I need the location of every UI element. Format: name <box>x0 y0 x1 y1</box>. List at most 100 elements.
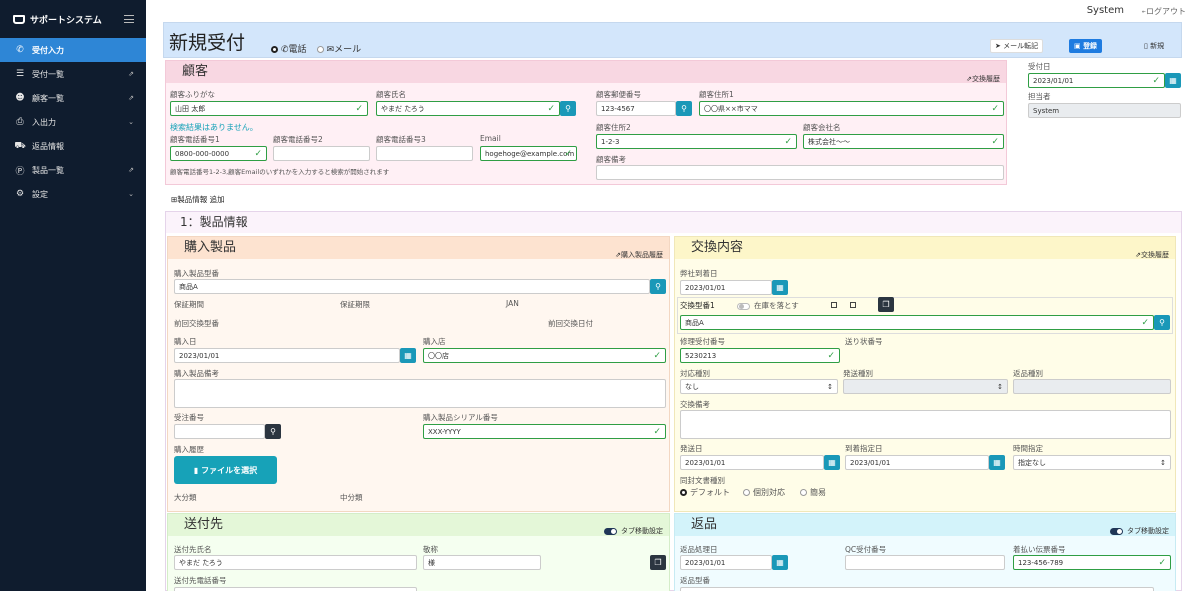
serial-input[interactable]: XXX-YYYY <box>423 424 666 439</box>
ship-name-input[interactable]: やまだ たろう <box>174 555 417 570</box>
ship-copy-button[interactable]: ❐ <box>650 555 666 570</box>
order-search-button[interactable]: ⚲ <box>265 424 281 439</box>
purchase-model-input[interactable]: 商品A <box>174 279 650 294</box>
mail-copy-button[interactable]: ➤ メール転記 <box>990 39 1044 53</box>
honor-input[interactable]: 様 <box>423 555 541 570</box>
shipping-panel: 送付先 タブ移動設定 送付先氏名 やまだ たろう 敬称 様 ❐ 送付先電話番号 <box>167 513 670 591</box>
radio-phone[interactable]: ✆電話 <box>271 42 307 55</box>
return-date-button[interactable]: ▦ <box>772 555 788 570</box>
exchange-history-link[interactable]: ⇗交換履歴 <box>1135 251 1169 259</box>
qc-label: QC受付番号 <box>845 545 887 554</box>
doc-type-label: 同封文書種別 <box>680 476 725 485</box>
external-link-icon: ⇗ <box>128 70 134 78</box>
store-input[interactable]: 〇〇店 <box>423 348 666 363</box>
qc-input[interactable] <box>845 555 1005 570</box>
purchase-memo-label: 購入製品備考 <box>174 369 219 378</box>
addr2-input[interactable]: 1-2-3 <box>596 134 797 149</box>
product-section-title: 1：製品情報 <box>166 212 1181 233</box>
zip-search-button[interactable]: ⚲ <box>676 101 692 116</box>
returns-tab-toggle[interactable]: タブ移動設定 <box>1110 520 1169 542</box>
new-button[interactable]: ▯ 新規 <box>1144 42 1165 50</box>
chevron-down-icon: ⌄ <box>128 190 134 198</box>
name-search-button[interactable]: ⚲ <box>560 101 576 116</box>
chevron-down-icon: ⌄ <box>128 118 134 126</box>
external-link-icon: ⇗ <box>615 251 621 259</box>
category-mid-label: 中分類 <box>340 493 363 502</box>
purchase-date-input[interactable]: 2023/01/01 <box>174 348 400 363</box>
menu-toggle-icon[interactable] <box>124 15 134 23</box>
doc-radio-custom[interactable]: 個別対応 <box>743 487 785 498</box>
sidebar-item-reception-list[interactable]: ☰受付一覧⇗ <box>15 69 134 79</box>
ship-date-button[interactable]: ▦ <box>824 455 840 470</box>
purchase-history-link[interactable]: ⇗購入製品履歴 <box>615 251 663 259</box>
sidebar-item-settings[interactable]: ⚙設定⌄ <box>15 189 134 199</box>
slip-input[interactable]: 123-456-789 <box>1013 555 1171 570</box>
file-icon: ▮ <box>193 465 199 475</box>
ship-date-input[interactable]: 2023/01/01 <box>680 455 824 470</box>
shipping-tab-toggle[interactable]: タブ移動設定 <box>604 520 663 542</box>
register-button[interactable]: ▣ 登録 <box>1069 39 1103 53</box>
calendar-icon: ▦ <box>404 351 412 360</box>
arrival-date-button[interactable]: ▦ <box>772 280 788 295</box>
tel2-input[interactable] <box>273 146 370 161</box>
arrival-input[interactable]: 2023/01/01 <box>680 280 772 295</box>
repair-input[interactable]: 5230213 <box>680 348 840 363</box>
memo-input[interactable] <box>596 165 1004 180</box>
name-input[interactable]: やまだ たろう <box>376 101 560 116</box>
arrive-date-button[interactable]: ▦ <box>989 455 1005 470</box>
email-input[interactable]: hogehoge@example.com <box>480 146 577 161</box>
plus-icon[interactable] <box>828 300 840 309</box>
external-link-icon: ⇗ <box>1135 251 1141 259</box>
brand[interactable]: サポートシステム <box>0 0 146 38</box>
calendar-icon: ▦ <box>776 558 784 567</box>
doc-radio-default[interactable]: デフォルト <box>680 487 730 498</box>
exchange-model-search-button[interactable]: ⚲ <box>1154 315 1170 330</box>
receipt-date-input[interactable]: 2023/01/01 <box>1028 73 1165 88</box>
customer-title: 顧客 <box>182 64 209 79</box>
order-input[interactable] <box>174 424 265 439</box>
copy-button[interactable]: ❐ <box>878 297 894 312</box>
purchase-memo-textarea[interactable] <box>174 379 666 408</box>
exchange-memo-textarea[interactable] <box>680 410 1171 439</box>
arrive-input[interactable]: 2023/01/01 <box>845 455 989 470</box>
staff-input: System <box>1028 103 1181 118</box>
return-model-input[interactable] <box>680 587 1154 591</box>
list-icon: ☰ <box>15 69 25 79</box>
print-icon: ⎙ <box>16 117 24 127</box>
receipt-date-label: 受付日 <box>1028 62 1051 71</box>
plus-square-icon: ⊞ <box>171 195 178 204</box>
kana-input[interactable]: 山田 太郎 <box>170 101 368 116</box>
stock-toggle[interactable]: 在庫を落とす <box>737 300 799 311</box>
return-date-input[interactable]: 2023/01/01 <box>680 555 772 570</box>
sidebar-item-returns[interactable]: ⛟返品情報 <box>14 140 64 151</box>
ship-tel-input[interactable] <box>174 587 417 591</box>
add-product-link[interactable]: ⊞製品情報 追加 <box>171 195 225 204</box>
sidebar-item-io[interactable]: ⎙入出力⌄ <box>0 110 146 134</box>
company-input[interactable]: 株式会社〜〜 <box>803 134 1004 149</box>
radio-mail[interactable]: ✉メール <box>316 42 361 55</box>
purchase-title: 購入製品 <box>184 240 237 255</box>
doc-radio-simple[interactable]: 簡易 <box>800 487 826 498</box>
file-select-button[interactable]: ▮ ファイルを選択 <box>174 456 277 484</box>
cup-logo-icon <box>13 14 25 24</box>
zip-input[interactable]: 123-4567 <box>596 101 676 116</box>
prev-date-label: 前回交換日付 <box>548 319 593 328</box>
addr1-input[interactable]: 〇〇県××市ママ <box>699 101 1004 116</box>
exchange-model-input[interactable]: 商品A <box>680 315 1154 330</box>
phone-icon: ✆ <box>16 45 24 55</box>
type-select[interactable]: なし <box>680 379 838 394</box>
sidebar-item-customer-list[interactable]: ☻顧客一覧⇗ <box>15 93 134 103</box>
purchase-date-button[interactable]: ▦ <box>400 348 416 363</box>
tel1-input[interactable]: 0800-000-0000 <box>170 146 267 161</box>
logout-link[interactable]: ⍅ログアウト <box>1141 7 1186 16</box>
purchase-model-search-button[interactable]: ⚲ <box>650 279 666 294</box>
tel3-input[interactable] <box>376 146 473 161</box>
purchase-header: 購入製品 ⇗購入製品履歴 <box>168 237 669 259</box>
time-select[interactable]: 指定なし <box>1013 455 1171 470</box>
receipt-date-button[interactable]: ▦ <box>1165 73 1181 88</box>
sidebar-item-reception-input[interactable]: ✆受付入力 <box>0 38 146 62</box>
minus-icon[interactable] <box>847 300 859 309</box>
customer-history-link[interactable]: ⇗交換履歴 <box>966 75 1000 83</box>
